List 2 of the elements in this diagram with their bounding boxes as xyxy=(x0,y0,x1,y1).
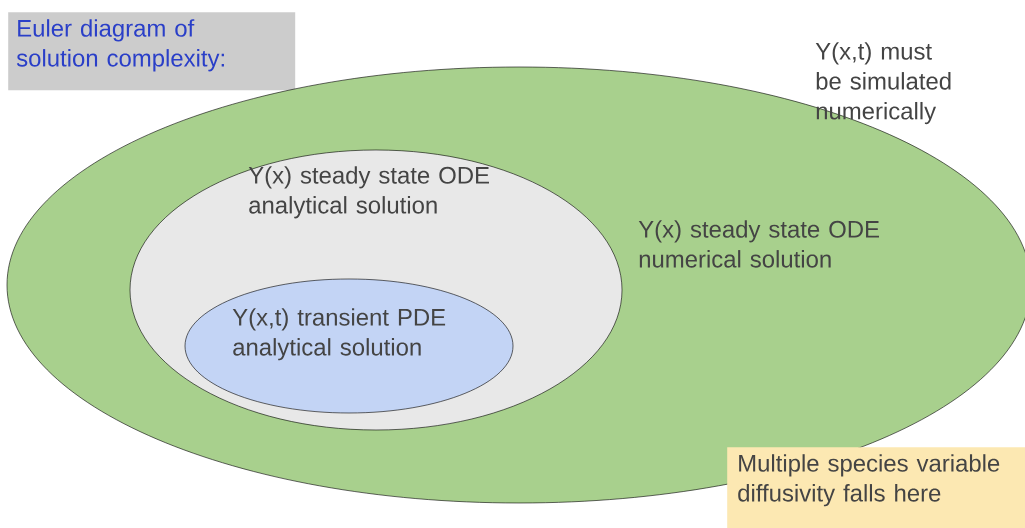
note-box: Multiple species variable diffusivity falls here xyxy=(727,447,1025,528)
title-box: Euler diagram of solution complexity: xyxy=(8,12,296,91)
